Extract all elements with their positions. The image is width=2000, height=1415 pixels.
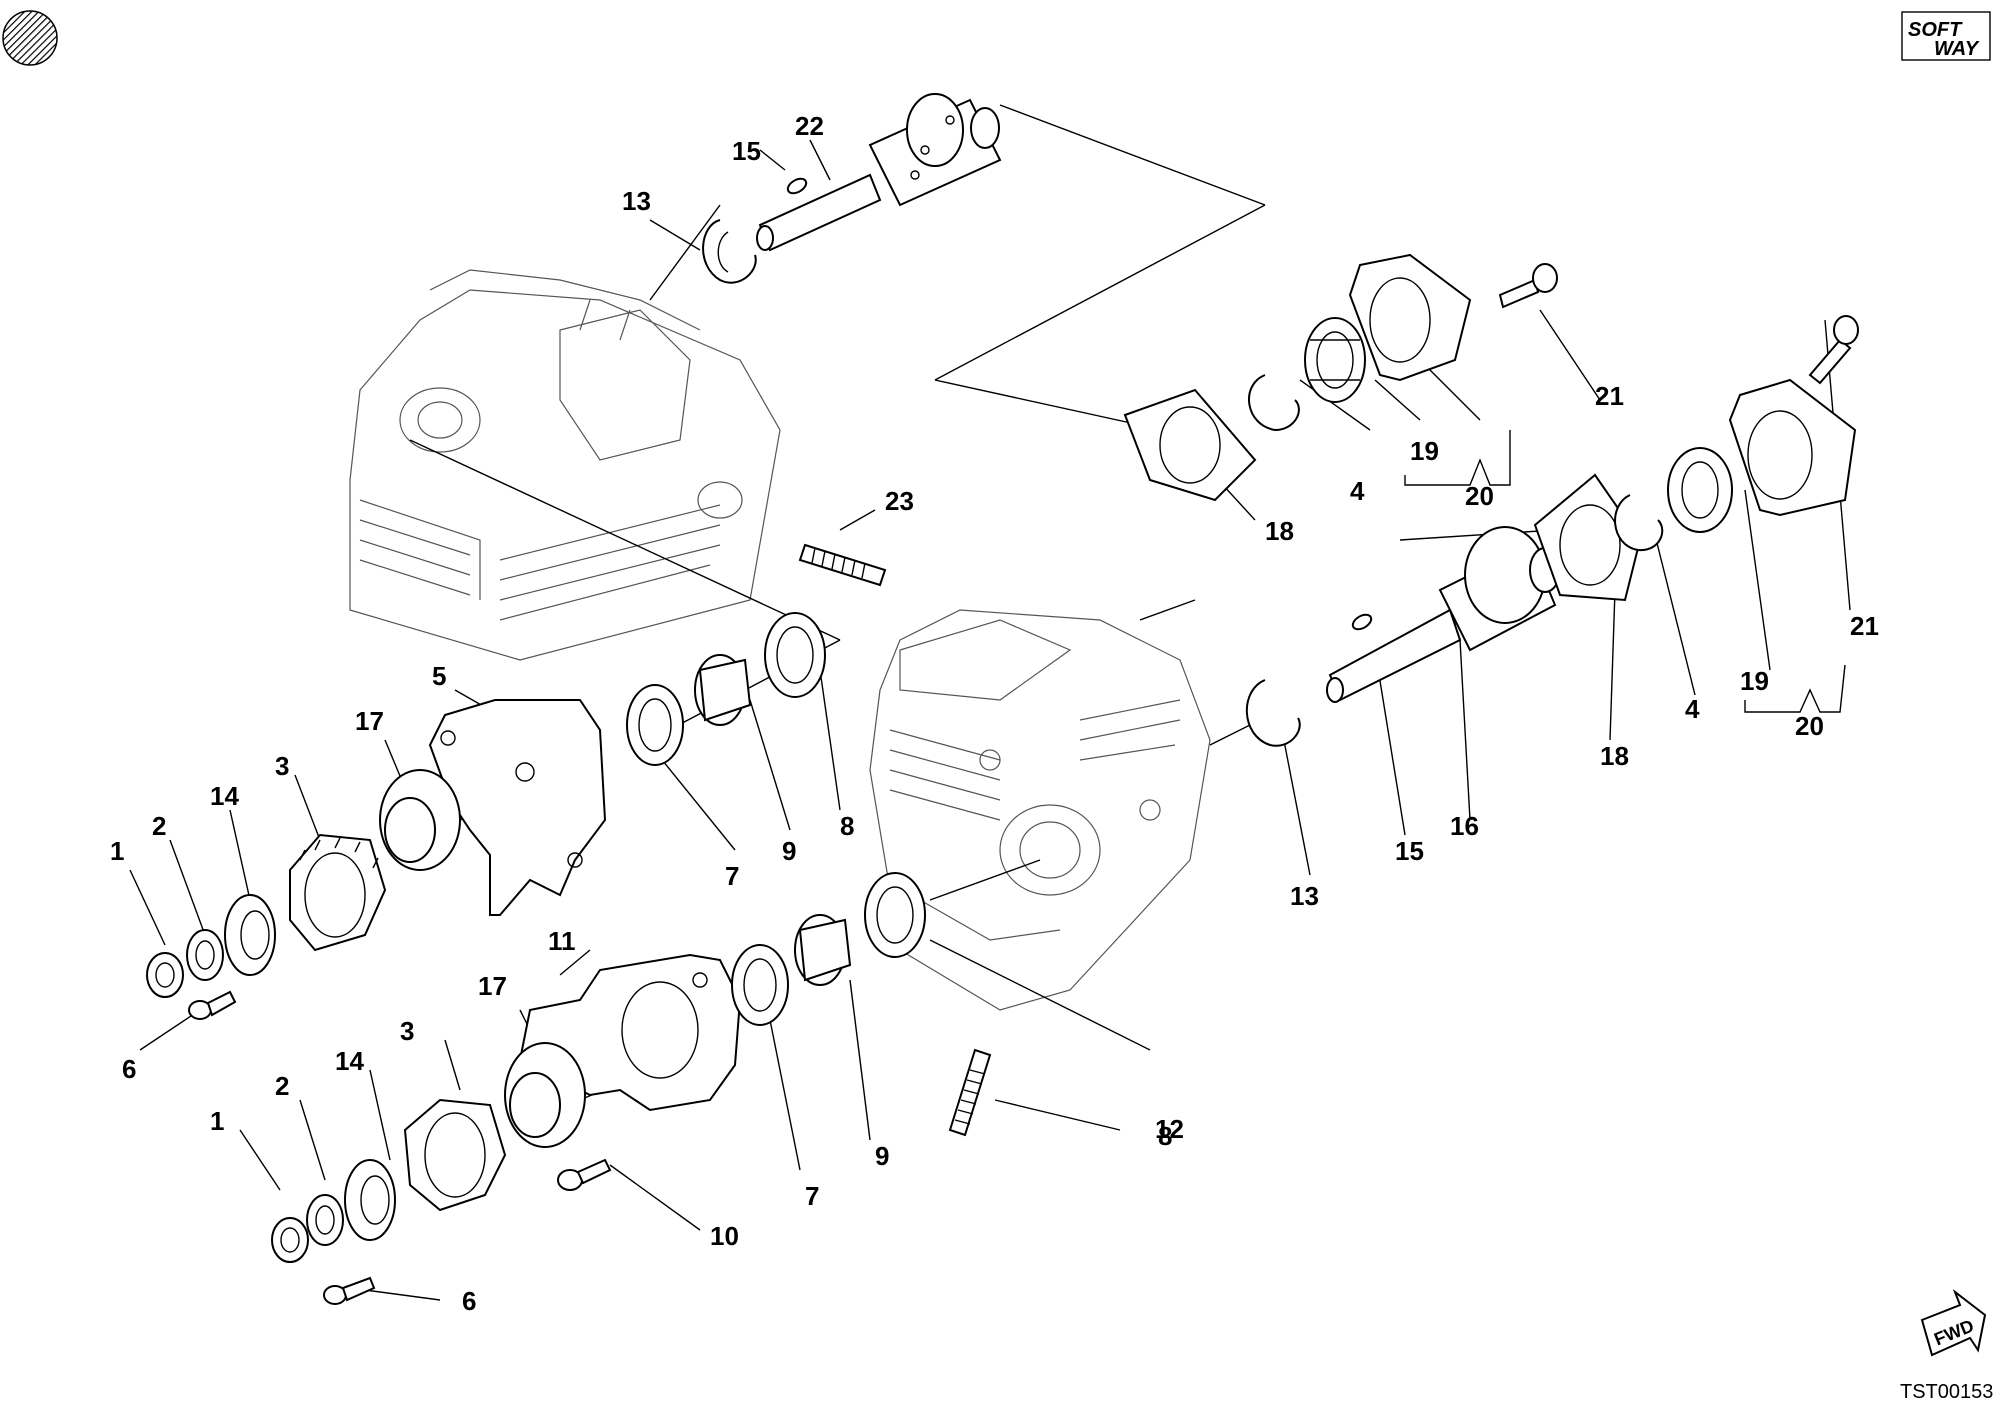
assembly-axis-lines: [409, 104, 1556, 1101]
callout-6-lower: 6: [462, 1286, 476, 1316]
callout-20-upper: 20: [1465, 481, 1494, 511]
bolt-6-upper: [188, 990, 237, 1020]
washer-2-lower: [306, 1194, 344, 1246]
callout-12: 12: [1155, 1114, 1184, 1144]
toothed-pulley-3-lower: [403, 1098, 507, 1212]
callout-17-lower: 17: [478, 971, 507, 1001]
hatched-circle-badge: [2, 10, 58, 66]
callout-9-upper: 9: [782, 836, 796, 866]
woodruff-key-lower: [1351, 613, 1373, 631]
callout-19-lower: 19: [1740, 666, 1769, 696]
callout-6-upper: 6: [122, 1054, 136, 1084]
pulley-hub-17-lower: [504, 1042, 586, 1148]
callout-4-lower: 4: [1685, 694, 1700, 724]
callout-15-lower: 15: [1395, 836, 1424, 866]
callout-19-upper: 19: [1410, 436, 1439, 466]
callout-23: 23: [885, 486, 914, 516]
callout-18-lower: 18: [1600, 741, 1629, 771]
callout-1-lower: 1: [210, 1106, 224, 1136]
leader-lines: [129, 139, 1851, 1301]
circlip-upper: [702, 219, 757, 284]
bearing-8-lower: [864, 872, 926, 958]
stud-12: [948, 1048, 992, 1137]
bracket-20-upper: [1404, 430, 1511, 486]
camshaft-upper: [756, 93, 1002, 252]
forward-direction-arrow: FWD: [1920, 1289, 1987, 1357]
callout-4-upper: 4: [1350, 476, 1365, 506]
logo-line2: WAY: [1934, 38, 1980, 60]
washer-2-upper: [186, 929, 224, 981]
callout-21-lower: 21: [1850, 611, 1879, 641]
circlip-lower-13: [1245, 679, 1301, 747]
stud-23: [798, 543, 887, 587]
gasket-lower-18: [1533, 473, 1642, 602]
bearing-lower-19: [1667, 447, 1733, 533]
nut-1-lower: [271, 1217, 309, 1263]
callout-13-upper: 13: [622, 186, 651, 216]
logo-line1: SOFT: [1908, 19, 1963, 41]
cylinder-head-ghost-upper: [349, 269, 781, 661]
spacer-ring-7-upper: [626, 684, 684, 766]
callout-3-upper: 3: [275, 751, 289, 781]
callout-labels: 22 15 13 23 21 19 4 20 18 21 19 4 20 18 …: [110, 111, 1879, 1316]
bush-9-lower: [794, 914, 852, 986]
bracket-20-lower: [1744, 664, 1846, 713]
callout-11: 11: [548, 926, 576, 956]
callout-2-upper: 2: [152, 811, 166, 841]
bolt-upper-21: [1498, 263, 1558, 309]
callout-5: 5: [432, 661, 446, 691]
bolt-10: [557, 1158, 612, 1191]
callout-10: 10: [710, 1221, 739, 1251]
callout-17-upper: 17: [355, 706, 384, 736]
bearing-8-upper: [764, 612, 826, 698]
belt-cover-5: [428, 699, 607, 916]
washer-14-lower: [344, 1159, 396, 1241]
bush-9-upper: [694, 654, 752, 726]
nut-1-upper: [146, 952, 184, 998]
callout-9-lower: 9: [875, 1141, 889, 1171]
bearing-housing-lower-20: [1728, 378, 1857, 517]
callout-13-lower: 13: [1290, 881, 1319, 911]
woodruff-key-upper: [786, 177, 808, 195]
spacer-ring-7-lower: [731, 944, 789, 1026]
pulley-hub-17-upper: [379, 769, 461, 871]
callout-16: 16: [1450, 811, 1479, 841]
callout-21-upper: 21: [1595, 381, 1624, 411]
softway-logo: SOFT WAY: [1901, 11, 1991, 61]
circlip-upper-4: [1248, 374, 1300, 432]
callout-8-upper: 8: [840, 811, 854, 841]
circlip-lower-4: [1614, 494, 1664, 552]
bearing-upper-19: [1304, 317, 1366, 403]
callout-1-upper: 1: [110, 836, 124, 866]
callout-20-lower: 20: [1795, 711, 1824, 741]
callout-8-lower: 8: [1158, 1121, 1172, 1151]
bolt-6-lower: [323, 1276, 376, 1305]
toothed-pulley-3-upper: [289, 833, 387, 952]
bolt-lower-21: [1808, 315, 1859, 385]
callout-14-lower: 14: [335, 1046, 364, 1076]
callout-22: 22: [795, 111, 824, 141]
callout-14-upper: 14: [210, 781, 239, 811]
washer-14-upper: [224, 894, 276, 976]
callout-15-upper: 15: [732, 136, 761, 166]
callout-2-lower: 2: [275, 1071, 289, 1101]
callout-7-upper: 7: [725, 861, 739, 891]
bearing-housing-upper-20: [1348, 253, 1472, 382]
callout-18-upper: 18: [1265, 516, 1294, 546]
gasket-upper-18: [1123, 388, 1257, 502]
figure-code: TST00153: [1900, 1381, 1993, 1403]
callout-3-lower: 3: [400, 1016, 414, 1046]
callout-7-lower: 7: [805, 1181, 819, 1211]
crankcase-ghost-lower: [869, 609, 1211, 1011]
